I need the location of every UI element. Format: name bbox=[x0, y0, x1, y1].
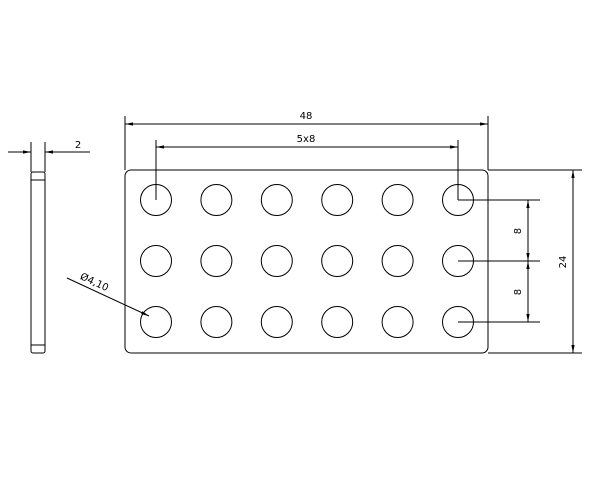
hole-r2-c2 bbox=[200, 245, 233, 277]
diameter-leader-line bbox=[66, 277, 150, 317]
row-pitch-upper-label: 8 bbox=[513, 228, 524, 234]
side-view: 2 bbox=[8, 140, 90, 354]
hole-r1-c2 bbox=[200, 184, 233, 216]
thickness-label: 2 bbox=[75, 140, 81, 151]
width-label: 48 bbox=[300, 111, 313, 122]
hole-r1-c5 bbox=[381, 184, 414, 216]
hole-grid bbox=[140, 184, 474, 338]
height-dimension: 24 bbox=[488, 169, 582, 354]
hole-r2-c5 bbox=[381, 245, 414, 277]
hole-r2-c4 bbox=[321, 245, 354, 277]
width-dimension: 48 bbox=[124, 111, 489, 170]
pitch-span-label: 5x8 bbox=[297, 134, 316, 145]
row-pitch-dimensions: 8 8 bbox=[458, 199, 540, 323]
row-pitch-lower-label: 8 bbox=[513, 289, 524, 295]
plate-outline bbox=[124, 169, 489, 354]
pitch-span-dimension: 5x8 bbox=[155, 134, 459, 200]
hole-r2-c1 bbox=[140, 245, 172, 277]
hole-diameter-callout: Ø4,10 bbox=[66, 270, 150, 317]
hole-r3-c5 bbox=[381, 306, 414, 338]
hole-r3-c2 bbox=[200, 306, 233, 338]
hole-r3-c4 bbox=[321, 306, 354, 338]
front-view bbox=[124, 169, 489, 354]
hole-r1-c4 bbox=[321, 184, 354, 216]
hole-r2-c3 bbox=[260, 245, 293, 277]
side-view-plate bbox=[30, 171, 46, 354]
hole-r3-c1 bbox=[140, 306, 172, 338]
height-label: 24 bbox=[558, 256, 569, 269]
hole-r1-c3 bbox=[260, 184, 293, 216]
hole-r3-c3 bbox=[260, 306, 293, 338]
